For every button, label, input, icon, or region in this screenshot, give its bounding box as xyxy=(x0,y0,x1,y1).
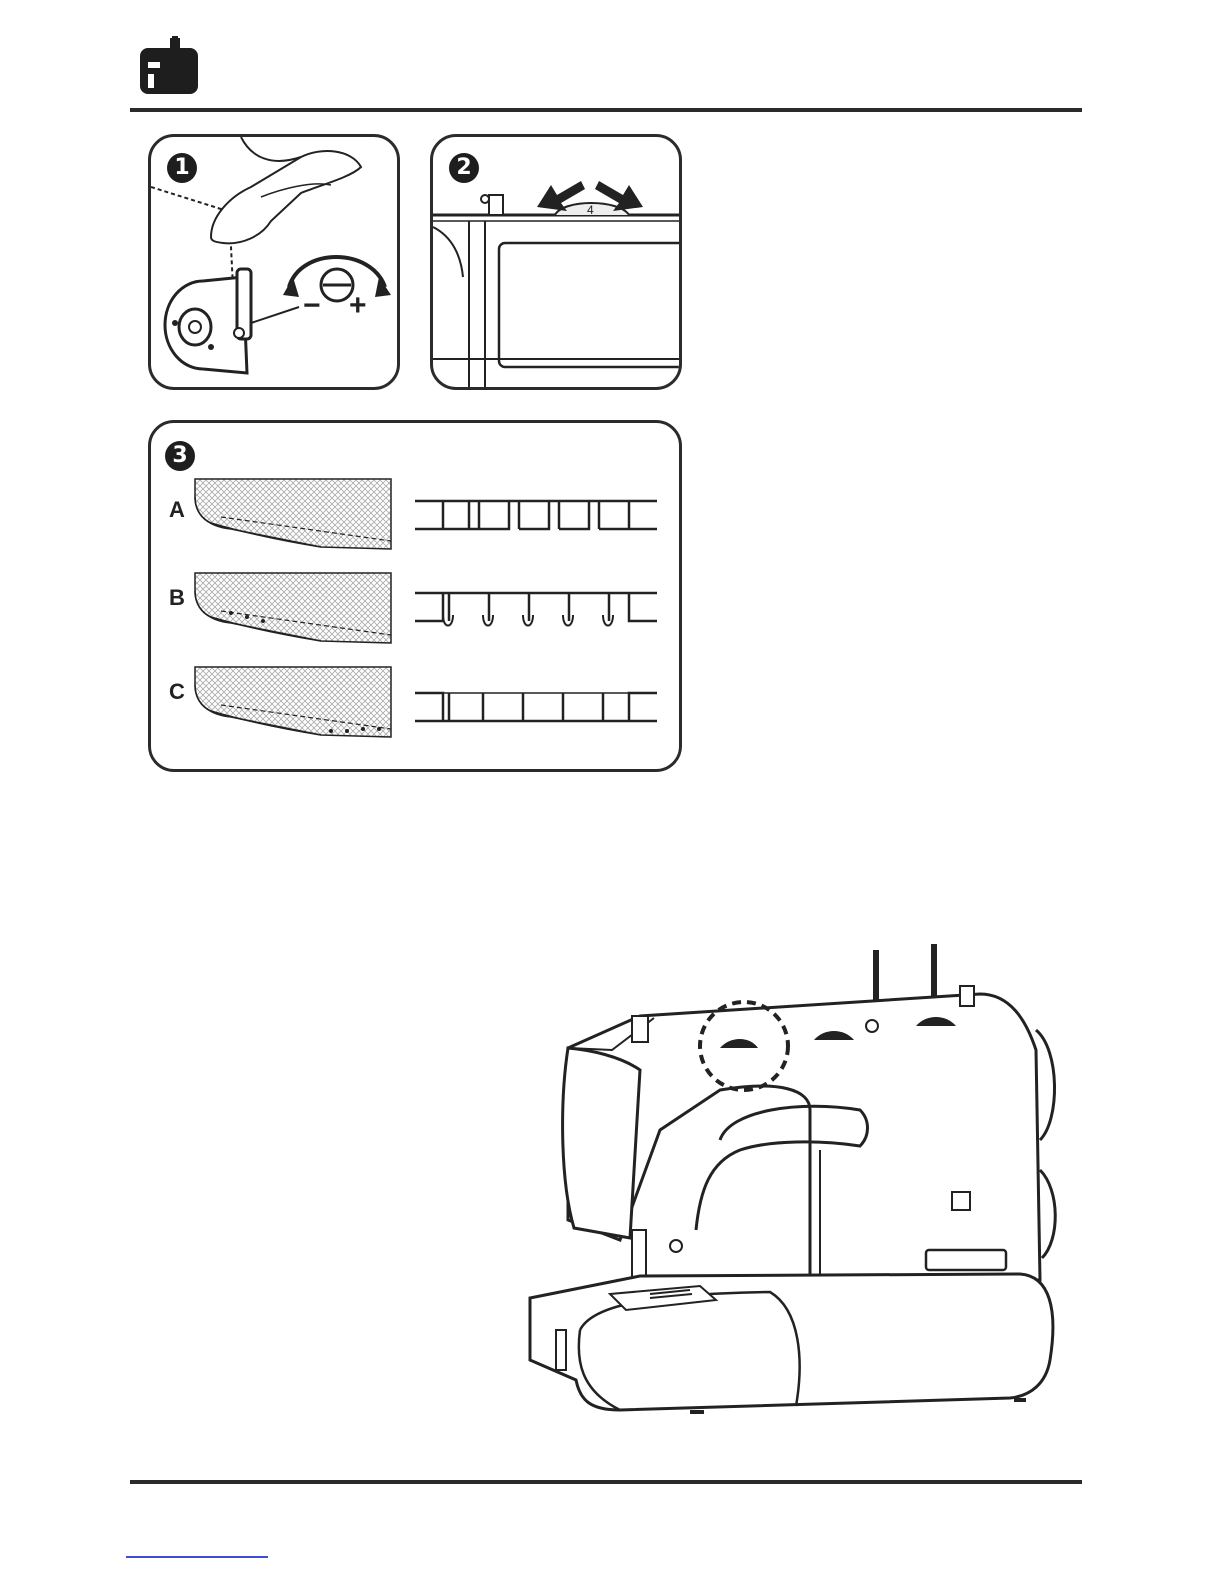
sewing-machine-illustration xyxy=(520,940,1060,1450)
fabric-b-illustration xyxy=(191,571,397,647)
bobbin-case-illustration xyxy=(151,137,397,387)
plus-sign: + xyxy=(349,289,367,323)
fabric-c-illustration xyxy=(191,665,397,741)
step3-panel: 3 A B C xyxy=(148,420,682,772)
minus-sign: − xyxy=(303,289,321,323)
row-label-a: A xyxy=(169,497,185,523)
row-label-c: C xyxy=(169,679,185,705)
tension-dial-illustration xyxy=(433,137,679,387)
step3-badge: 3 xyxy=(165,441,195,471)
step1-panel: 1 − + xyxy=(148,134,400,390)
stitch-c-diagram xyxy=(413,685,659,725)
row-label-b: B xyxy=(169,585,185,611)
step2-panel: 2 4 xyxy=(430,134,682,390)
header-rule xyxy=(130,108,1082,112)
sewing-machine-icon xyxy=(134,36,202,100)
footer-link-underline xyxy=(126,1556,268,1558)
stitch-a-diagram xyxy=(413,495,659,535)
fabric-a-illustration xyxy=(191,477,397,553)
footer-rule xyxy=(130,1480,1082,1484)
dial-value: 4 xyxy=(587,203,594,217)
stitch-b-diagram xyxy=(413,585,659,629)
